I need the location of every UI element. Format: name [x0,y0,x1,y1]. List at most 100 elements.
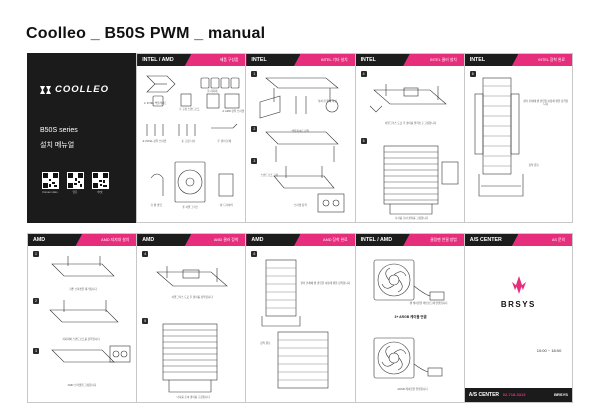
step-caption: 쿨러 본체에 팬 클립을 이용해 팬을 장착합니다 [300,282,351,285]
qr-code-icon [91,172,109,189]
panel-title: INTEL 기타 설치 [320,58,348,62]
step-caption: 브라켓 장착 [294,204,307,207]
as-phone-number[interactable]: 02-718-3313 [502,392,526,397]
step-caption: 설치 전 위치 확인 [317,100,337,103]
part-caption: ⑤ INTEL 장착 브라켓 [142,140,167,143]
step-caption: 기존 브라켓을 제거합니다 [69,288,97,291]
qr-english[interactable]: 영문 [65,172,85,194]
qr-code-icon [66,172,84,189]
panel-components: INTEL / AMD 제품 구성품 ① INTEL 백플레이트 ② 고정 스탠… [136,53,246,223]
panel-amd-standoff: AMD AMD 지지대 설치 1 기존 브라켓을 제거합니다 2 지지대와 스탠… [27,233,137,403]
part-caption: ⑧ 팬 클립 [150,204,162,207]
step-caption: 팬 케이블을 메인보드에 연결합니다 [409,302,448,305]
panel-title: INTEL 쿨러 설치 [430,58,457,62]
panel-header: INTEL INTEL 기타 설치 [246,54,355,66]
panel-tag: INTEL [464,54,519,66]
step-number: 5 [360,138,367,144]
panel-tag: A/S CENTER [464,234,519,246]
panel-header: INTEL / AMD 쿨링팬 연결 방법 [355,234,464,246]
step-caption: AMD 브라켓을 고정합니다 [67,384,97,387]
document-title: Coolleo _ B50S PWM _ manual [26,25,266,42]
panel-amd-cooler: AMD AMD 쿨러 장착 4 서멀그리스 도포 후 쿨러를 장착합니다 5 나… [136,233,246,403]
panel-header: INTEL INTEL 쿨러 설치 [355,54,464,66]
step-number: 2 [33,298,39,304]
panel-tag: INTEL / AMD [355,234,410,246]
panel-title: INTEL 장착 완료 [538,58,565,62]
panel-title: AMD 쿨러 장착 [213,238,239,242]
manual-subtitle: 설치 메뉴얼 [40,142,75,149]
intel-complete-illustration [474,77,524,197]
section-heading: 3+ ARGB 케이블 연결 [394,315,427,319]
panel-title: AS 문의 [551,238,565,242]
step-caption: 쿨러 본체에 팬 클립을 이용해 팬을 장착합니다 [523,100,569,107]
panel-header: A/S CENTER AS 문의 [464,234,572,246]
series-name: B50S series [40,127,78,134]
step-caption: 서멀그리스 도포 후 쿨러를 장착합니다 [171,296,213,299]
part-caption: ② 고정 스탠드오프 [178,108,200,111]
step-caption: ARGB 케이블을 연결합니다 [397,388,428,391]
step-caption: 장착 완료 [260,342,271,345]
as-footer-brand: BRSYS [554,392,568,397]
step-number: 1 [251,71,258,77]
qr-label: 영문 [72,190,78,194]
intel-backplate-illustration [260,77,345,213]
as-footer-label: A/S CENTER [468,392,500,398]
panel-header: AMD AMD 장착 완료 [246,234,355,246]
fan-connection-illustration [373,259,444,379]
step-number: 3 [33,348,39,354]
panel-amd-complete: AMD AMD 장착 완료 6 쿨러 본체에 팬 클립을 이용해 팬을 장착합니… [245,233,355,403]
step-caption: 서멀그리스 도포 후 쿨러를 올려놓고 고정합니다 [384,122,437,125]
panel-intel-cooler: INTEL INTEL 쿨러 설치 4 서멀그리스 도포 후 쿨러를 올려놓고 … [354,53,464,223]
panel-tag: AMD [137,234,192,246]
part-caption: ⑨ 서멀 그리스 [182,206,199,209]
step-number: 3 [251,158,258,164]
qr-label: Korean video [42,190,58,194]
step-number: 5 [142,318,149,324]
panel-header: INTEL INTEL 장착 완료 [464,54,572,66]
panel-tag: AMD [246,234,301,246]
brand-logo: COOLLEO [40,84,109,95]
step-caption: 지지대와 스탠드오프를 장착합니다 [62,338,100,341]
qr-code-icon [41,172,59,189]
amd-standoff-illustration [49,256,131,363]
qr-korean[interactable]: Korean video [40,172,60,194]
brsys-logo-icon [511,276,526,294]
part-caption: ⑦ 쿨러 본체 [217,140,231,143]
panel-header: INTEL / AMD 제품 구성품 [137,54,246,66]
as-footer: A/S CENTER 02-718-3313 BRSYS [464,388,572,402]
panel-fan-connection: INTEL / AMD 쿨링팬 연결 방법 팬 케이블을 메인보드에 연결합니다… [354,233,464,403]
part-caption: ③ 지지대 [206,90,218,93]
step-caption: 장착 완료 [528,164,539,167]
panel-title: 제품 구성품 [219,58,239,62]
panel-tag: INTEL [355,54,410,66]
step-caption: 스탠드오프 고정 [260,174,279,177]
step-caption: 백플레이트 장착 [291,130,310,133]
part-caption: ⑥ 고정 나사 [181,140,195,143]
panel-title: AMD 지지대 설치 [101,238,130,242]
amd-cooler-illustration [156,266,228,393]
step-caption: 나사를 조여 쿨러를 고정합니다 [176,396,210,399]
snowflake-logo-icon [40,85,51,94]
brand-name: COOLLEO [55,84,109,95]
panel-header: AMD AMD 지지대 설치 [28,234,137,246]
step-number: 4 [142,251,149,257]
cover-panel: COOLLEO B50S series 설치 메뉴얼 Korean video … [27,53,137,223]
panel-as-center: A/S CENTER AS 문의 BRSYS 10:00 ~ 18:00 A/S… [463,233,573,403]
manual-row-2: AMD AMD 지지대 설치 1 기존 브라켓을 제거합니다 2 지지대와 스탠… [27,233,573,403]
step-number: 2 [251,126,258,132]
intel-cooler-illustration [369,84,458,215]
qr-code-group: Korean video 영문 中文 [40,172,110,194]
part-caption: ④ AMD 장착 브라켓 [222,110,245,113]
qr-chinese[interactable]: 中文 [90,172,110,194]
panel-intel-backplate: INTEL INTEL 기타 설치 1 설치 전 위치 확인 2 백플레이트 장… [245,53,355,223]
service-hours: 10:00 ~ 18:00 [536,348,562,353]
panel-tag: INTEL [246,54,301,66]
part-caption: ① INTEL 백플레이트 [143,102,167,105]
panel-tag: AMD [28,234,83,246]
step-caption: 나사를 조여 쿨러를 고정합니다 [394,217,429,220]
manual-row-1: COOLLEO B50S series 설치 메뉴얼 Korean video … [27,53,573,223]
as-brand-name: BRSYS [500,300,536,309]
part-caption: ⑩ 드라이버 [219,204,233,207]
panel-title: 쿨링팬 연결 방법 [430,238,457,242]
step-number: 6 [469,71,476,77]
